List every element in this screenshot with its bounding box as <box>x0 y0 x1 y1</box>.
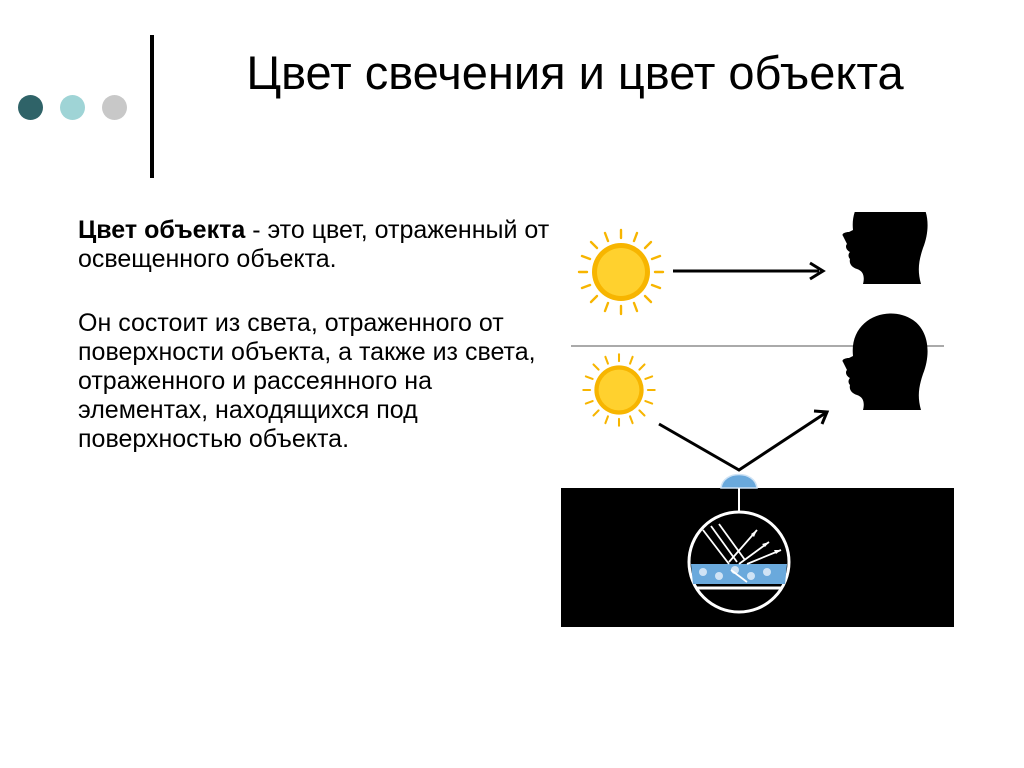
arrow-icon <box>813 409 830 425</box>
definition-rest: - это цвет, отраженный от освещенного об… <box>78 216 550 273</box>
reflected-light-path <box>658 410 828 472</box>
dot-dark <box>18 95 43 120</box>
reflection-illustration <box>561 212 954 627</box>
definition-term: Цвет объекта <box>78 216 246 244</box>
dot-light-teal <box>60 95 85 120</box>
head-silhouette-icon <box>842 313 928 410</box>
dot-gray <box>102 95 127 120</box>
sun-icon <box>582 353 656 427</box>
surface-spot <box>720 473 758 489</box>
head-silhouette-icon <box>842 212 928 284</box>
slide-body: Цвет объекта - это цвет, отраженный от о… <box>78 216 558 489</box>
explanation-paragraph: Он состоит из света, отраженного от пове… <box>78 309 536 453</box>
slide-title: Цвет свечения и цвет объекта <box>246 46 904 99</box>
arrow-icon <box>809 261 826 281</box>
magnifier-icon <box>687 510 791 614</box>
title-divider <box>150 35 154 178</box>
definition-paragraph: Цвет объекта - это цвет, отраженный от о… <box>78 216 558 274</box>
decorative-dots <box>18 95 127 120</box>
sun-icon <box>577 228 665 316</box>
